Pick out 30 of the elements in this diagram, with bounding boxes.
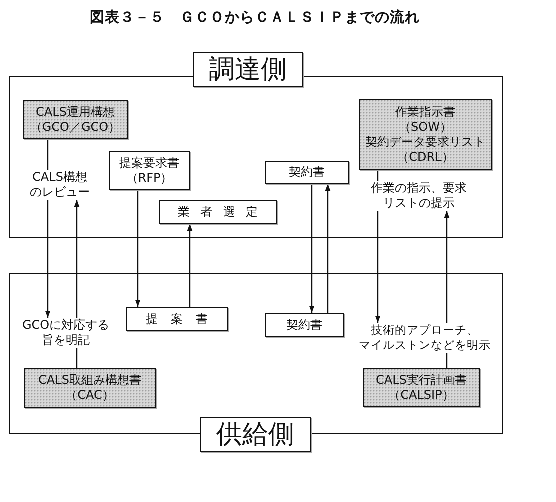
connector-line: [377, 170, 379, 181]
document-box: 提案要求書（RFP）: [109, 151, 190, 190]
annotation-text: 技術的アプローチ、マイルストンなどを明示: [359, 323, 491, 353]
document-box: [359, 99, 492, 170]
connector-line: [446, 353, 448, 368]
section-heading: 調達側: [193, 52, 303, 87]
diagram-title: 図表３－５ ＧＣＯからＣＡＬＳＩＰまでの流れ: [90, 9, 420, 27]
annotation-text: GCOに対応する旨を明記: [22, 318, 110, 348]
arrow: [45, 200, 51, 318]
process-box: 業者選定: [159, 200, 277, 224]
arrow: [325, 184, 331, 313]
arrow: [187, 224, 193, 307]
arrow: [444, 211, 450, 323]
document-box: CALS実行計画書（CALSIP）: [363, 368, 480, 407]
arrow: [375, 211, 381, 323]
arrow: [135, 190, 141, 307]
arrow: [309, 184, 315, 313]
document-title: 契約データ要求リスト（CDRL）: [366, 134, 486, 164]
document-box: 契約書: [265, 161, 349, 184]
connector-line: [47, 139, 49, 170]
document-box: 契約書: [265, 313, 344, 337]
document-box: CALS取組み構想書（CAC）: [24, 368, 156, 408]
arrow: [74, 200, 80, 318]
document-box: CALS運用構想（GCO／GCO）: [23, 100, 128, 139]
connector-line: [76, 348, 78, 368]
section-heading: 供給側: [200, 417, 311, 452]
annotation-text: CALS構想のレビュー: [30, 170, 90, 200]
annotation-text: 作業の指示、要求リストの提示: [371, 181, 467, 211]
document-title: 作業指示書（SOW）: [396, 104, 456, 134]
document-box: 提案書: [126, 307, 228, 331]
